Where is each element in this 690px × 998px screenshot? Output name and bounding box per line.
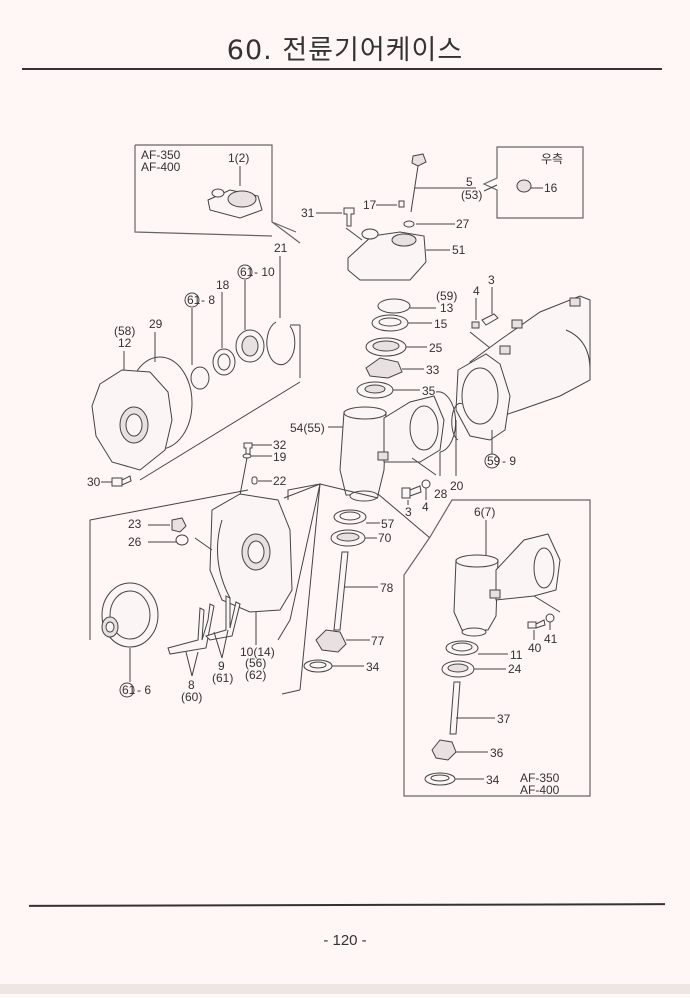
callout-label: 3	[405, 505, 412, 519]
callout-label: 11	[510, 648, 523, 662]
callout-label: 22	[273, 474, 287, 488]
part-10-bearing	[235, 329, 265, 363]
callout-label: 33	[426, 363, 440, 377]
circled-ref: 61	[187, 293, 201, 307]
callout-label: (59)	[436, 289, 457, 303]
callout-label: 34	[486, 773, 500, 787]
callout-label: 12	[118, 336, 132, 350]
callout-label: (62)	[245, 668, 266, 682]
callout-label: - 10	[254, 265, 275, 279]
callout-label: 30	[87, 475, 101, 489]
callout-label: 40	[528, 641, 542, 655]
callout-label: 3	[488, 273, 495, 287]
callout-label: 5	[466, 175, 473, 189]
part-1-bracket	[207, 188, 263, 219]
part-6-gear-case	[453, 533, 561, 637]
inset-model-label: AF-400	[520, 783, 560, 797]
circled-ref: 61	[122, 683, 136, 697]
callout-label: 6(7)	[474, 505, 495, 519]
lower-left-case-assembly: 32 19 22 23 26 61 - 6	[89, 438, 321, 704]
part-54-gear-case: 54(55) 28 3 4	[290, 391, 457, 519]
callout-label: (58)	[114, 324, 135, 338]
callout-label: 9	[218, 659, 225, 673]
callout-label: 10(14)	[240, 645, 275, 659]
shift-forks	[167, 595, 241, 655]
inset-model-label: AF-400	[141, 160, 181, 174]
part-6-bevel-gear	[101, 582, 159, 648]
inset-model-label: AF-350	[520, 771, 560, 785]
part-8-collar	[190, 366, 210, 390]
dipstick-assembly: 5 (53) 17 31 27 51	[301, 153, 498, 281]
callout-label: 78	[380, 581, 394, 595]
callout-label: 4	[422, 500, 429, 514]
callout-label: 18	[216, 278, 230, 292]
callout-label: (60)	[181, 690, 202, 704]
part-12-cover	[91, 369, 173, 471]
inset-top-right: 우측 16	[482, 146, 584, 219]
callout-label: 15	[434, 317, 448, 331]
callout-label: 27	[456, 217, 470, 231]
callout-label: 35	[422, 384, 436, 398]
callout-label: (53)	[461, 188, 482, 202]
callout-label: 31	[301, 206, 315, 220]
left-cover-assembly: 21 61 - 10 18 61 - 8 29 (58) 12	[87, 241, 301, 489]
page-title: 60. 전륜기어케이스	[226, 35, 464, 66]
callout-label: (61)	[212, 671, 233, 685]
center-bearing-stack: (59) 13 15 25 33 35	[356, 289, 457, 399]
callout-label: 70	[378, 531, 392, 545]
inset-model-label: AF-350	[141, 148, 181, 162]
callout-label: - 6	[137, 683, 151, 697]
callout-label: 54(55)	[290, 421, 325, 435]
callout-label: 24	[508, 662, 522, 676]
circled-ref: 59	[487, 454, 501, 468]
callout-label: 34	[366, 660, 380, 674]
callout-label: 77	[371, 634, 385, 648]
callout-label: 36	[490, 746, 504, 760]
callout-label: 37	[497, 712, 511, 726]
callout-label: 1(2)	[228, 151, 249, 165]
callout-label: 25	[429, 341, 443, 355]
inset-top-left: AF-350 AF-400 1(2)	[134, 144, 301, 244]
callout-label: 8	[188, 678, 195, 692]
callout-label: 19	[273, 450, 287, 464]
callout-label: 23	[128, 517, 142, 531]
callout-label: 41	[544, 632, 558, 646]
inset-side-label: 우측	[541, 152, 563, 166]
scan-edge-artifact	[0, 984, 690, 994]
page-number: - 120 -	[323, 932, 367, 949]
callout-label: - 8	[201, 293, 215, 307]
callout-label: 4	[473, 284, 480, 298]
callout-label: 51	[452, 243, 466, 257]
circled-ref: 61	[240, 265, 254, 279]
callout-label: (56)	[245, 656, 266, 670]
right-axle-housing: 4 3 59 - 9 20	[450, 273, 591, 493]
callout-label: 57	[381, 517, 395, 531]
callout-label: 28	[434, 487, 448, 501]
callout-label: 29	[149, 317, 163, 331]
callout-label: - 9	[502, 454, 516, 468]
part-51-top-housing	[347, 228, 427, 281]
callout-label: 26	[128, 535, 142, 549]
vertical-shaft-stack: 57 70 78 77 34	[303, 483, 431, 674]
callout-label: 20	[450, 479, 464, 493]
callout-label: 16	[544, 181, 558, 195]
part-16-plug	[516, 179, 532, 193]
part-18-seal	[212, 348, 236, 376]
callout-label: 13	[440, 301, 454, 315]
callout-label: 21	[274, 241, 288, 255]
header-rule	[22, 68, 662, 70]
inset-bottom-right: AF-350 AF-400 6(7) 40 41 11 24 37	[403, 499, 591, 797]
callout-label: 32	[273, 438, 287, 452]
callout-label: 17	[363, 198, 377, 212]
